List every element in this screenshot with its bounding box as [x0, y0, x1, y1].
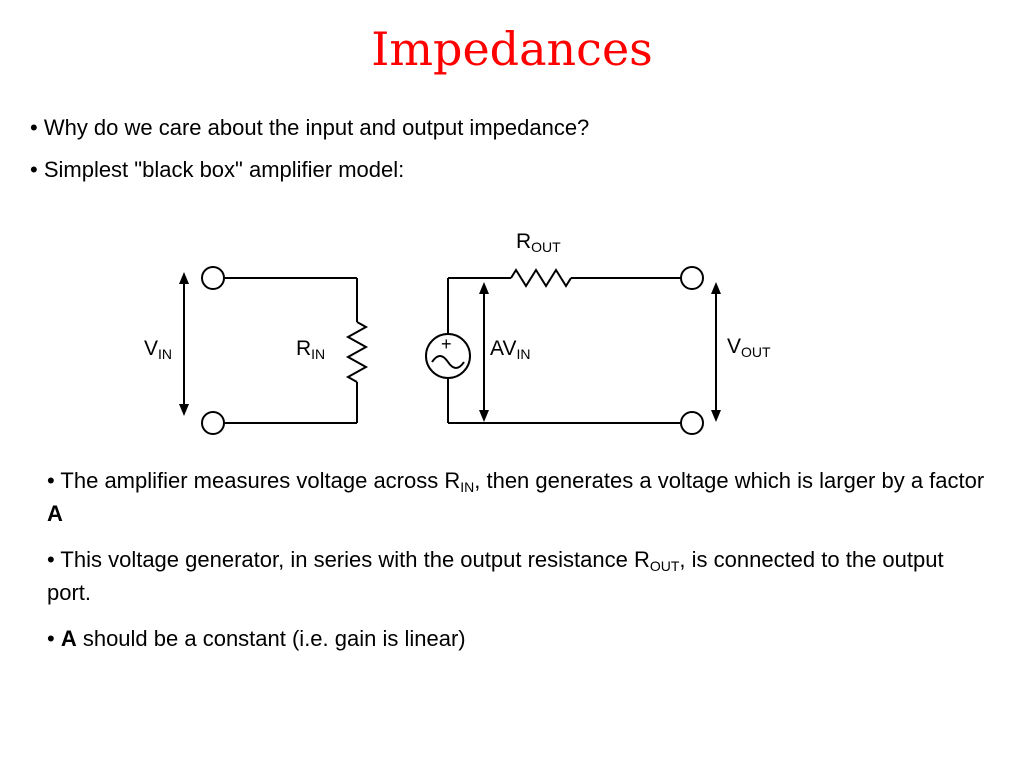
vin-label: VIN: [144, 337, 173, 362]
bullet-constant-gain: • A should be a constant (i.e. gain is l…: [47, 626, 466, 651]
rout-resistor: [510, 268, 572, 288]
rout-label: ROUT: [516, 230, 561, 255]
output-terminal-bottom: [680, 411, 704, 435]
vin-arrowhead-bottom: [179, 404, 189, 416]
avin-arrowhead-top: [479, 282, 489, 294]
rin-resistor: [345, 321, 369, 383]
vout-arrowhead-top: [711, 282, 721, 294]
input-terminal-bottom: [201, 411, 225, 435]
source-plus-sign: +: [441, 334, 452, 354]
vin-arrowhead-top: [179, 272, 189, 284]
output-terminal-top: [680, 266, 704, 290]
bullet-voltage-generator: • This voltage generator, in series with…: [47, 547, 944, 605]
avin-label: AVIN: [490, 337, 531, 362]
input-terminal-top: [201, 266, 225, 290]
vout-arrowhead-bottom: [711, 410, 721, 422]
avin-arrowhead-bottom: [479, 410, 489, 422]
vout-label: VOUT: [727, 335, 771, 360]
bullet-amplifier-measures: • The amplifier measures voltage across …: [47, 468, 985, 526]
bullet-why-care: • Why do we care about the input and out…: [30, 115, 590, 140]
rin-label: RIN: [296, 337, 326, 362]
bullet-black-box: • Simplest "black box" amplifier model:: [30, 157, 405, 182]
slide-title: Impedances: [371, 22, 653, 76]
sine-symbol: [431, 355, 465, 369]
